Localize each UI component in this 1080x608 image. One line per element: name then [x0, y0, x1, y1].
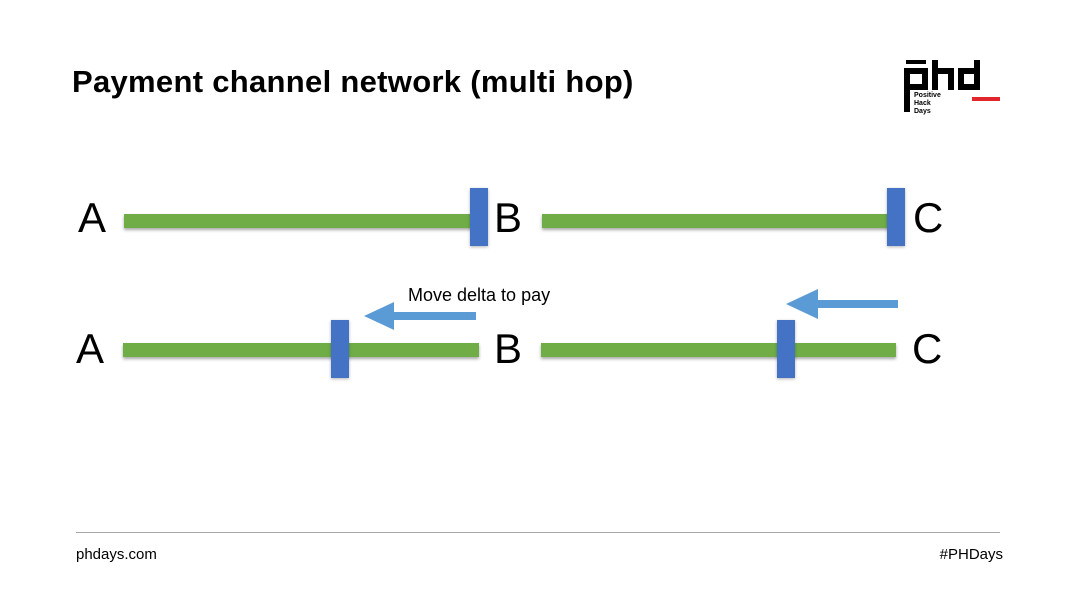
footer-hashtag: #PHDays: [939, 546, 1003, 563]
node-a: A: [78, 194, 107, 241]
balance-marker-bc: [887, 188, 905, 246]
node-b: B: [494, 325, 523, 372]
footer-divider: [76, 532, 1000, 533]
annotation-move-delta: Move delta to pay: [408, 285, 551, 305]
channel-bc: [542, 214, 894, 228]
node-c: C: [912, 325, 943, 372]
node-b: B: [494, 194, 523, 241]
balance-marker-ab: [470, 188, 488, 246]
arrow-left-icon: [786, 289, 898, 319]
logo-p-stem: [904, 90, 910, 112]
balance-marker-bc: [777, 320, 795, 378]
node-c: C: [913, 194, 944, 241]
channel-bc: [541, 343, 896, 357]
arrow-left-icon: [364, 302, 476, 330]
footer-website: phdays.com: [76, 546, 157, 563]
channel-ab: [123, 343, 479, 357]
node-a: A: [76, 325, 105, 372]
phd-logo-mark: [904, 60, 1000, 104]
slide-title: Payment channel network (multi hop): [72, 64, 634, 99]
channel-ab: [124, 214, 480, 228]
balance-marker-ab: [331, 320, 349, 378]
